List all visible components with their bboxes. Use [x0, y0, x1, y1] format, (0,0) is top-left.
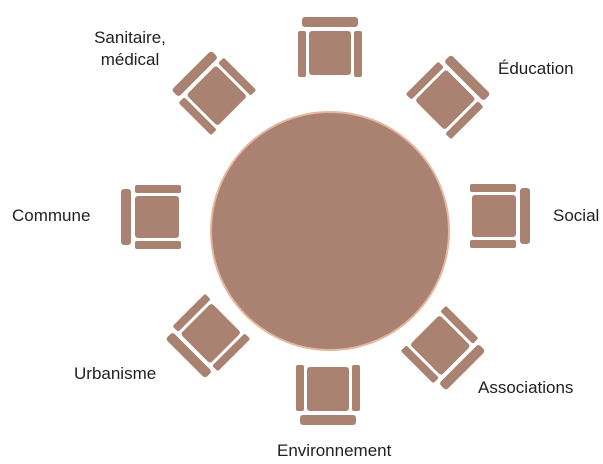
chair-commune — [119, 183, 183, 251]
label-education: Éducation — [498, 59, 574, 78]
chair-social — [468, 182, 532, 250]
label-sanitaire-medical: Sanitaire, médical — [84, 27, 176, 71]
chair-education — [403, 49, 496, 142]
label-urbanisme: Urbanisme — [74, 364, 157, 383]
label-associations: Associations — [478, 378, 574, 397]
label-sanitaire-line1: Sanitaire, — [94, 28, 166, 47]
chair-sanitaire — [166, 45, 259, 138]
label-environnement: Environnement — [277, 441, 392, 460]
chair-environnement — [294, 363, 362, 427]
label-social: Social — [553, 206, 600, 225]
chair-associations — [398, 303, 491, 396]
chair-top — [296, 15, 364, 79]
round-table — [210, 111, 450, 351]
label-sanitaire-line2: médical — [100, 50, 160, 69]
label-commune: Commune — [12, 206, 91, 225]
